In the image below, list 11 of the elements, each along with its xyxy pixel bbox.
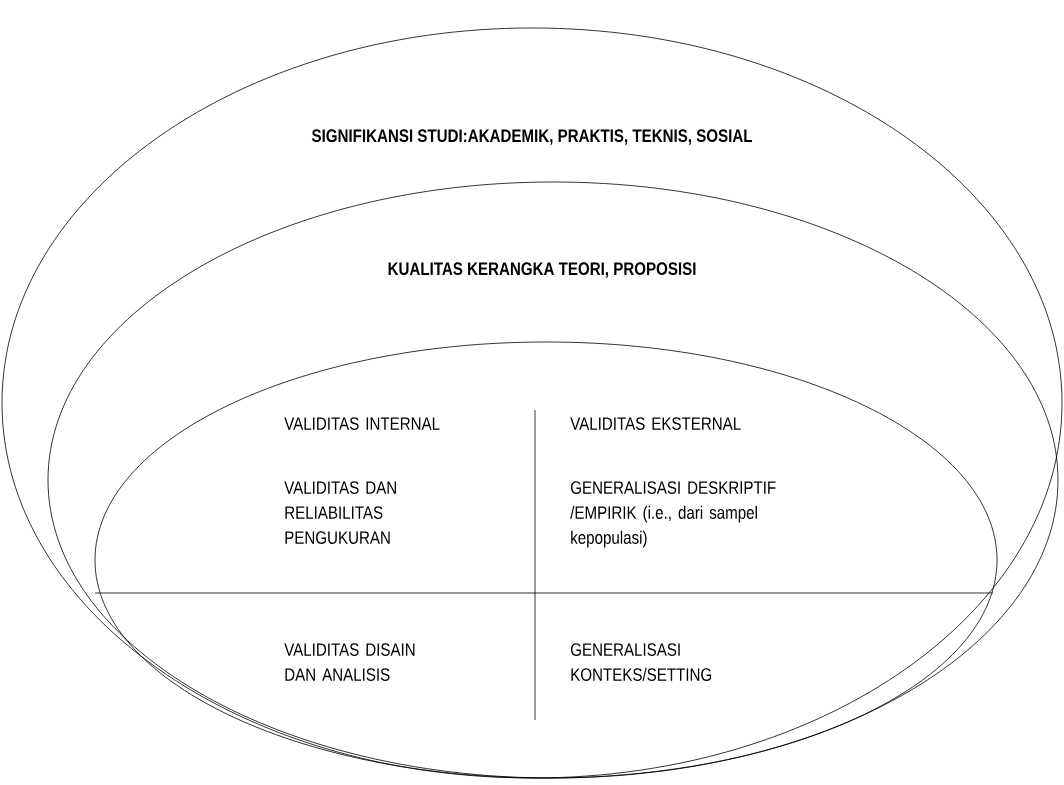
cell-text: GENERALISASI KONTEKS/SETTING	[570, 643, 712, 681]
cell-text: GENERALISASI DESKRIPTIF /EMPIRIK (i.e., dari sampel kepopulasi)	[570, 481, 776, 548]
cell-text: VALIDITAS DISAIN DAN ANALISIS	[284, 643, 415, 681]
cell-text: VALIDITAS EKSTERNAL	[570, 417, 741, 430]
heading: SIGNIFIKANSI STUDI:AKADEMIK, PRAKTIS, TEKNIS, SOSIAL	[311, 129, 753, 145]
ellipse	[1, 27, 1063, 779]
ellipse	[47, 181, 1059, 779]
cell-text: VALIDITAS DAN RELIABILITAS PENGUKURAN	[284, 481, 396, 544]
cell-text: VALIDITAS INTERNAL	[284, 417, 440, 430]
heading: KUALITAS KERANGKA TEORI, PROPOSISI	[388, 262, 696, 278]
ellipse	[94, 341, 998, 779]
